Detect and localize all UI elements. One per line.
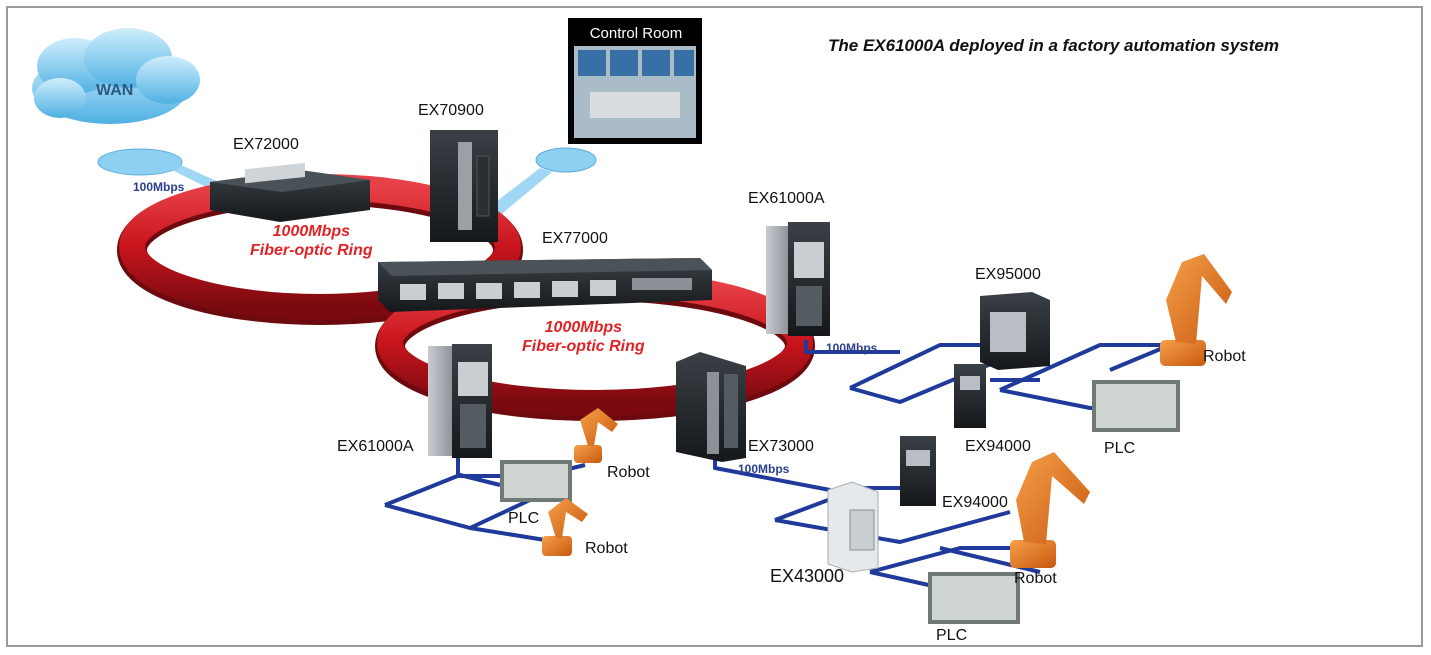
switch-ex95000 xyxy=(980,292,1050,370)
label-plc-left: PLC xyxy=(508,510,540,527)
plc-left xyxy=(500,460,572,502)
label-ex43000: EX43000 xyxy=(770,566,845,586)
speed-label-ex61000a: 100Mbps xyxy=(826,341,878,355)
ring-upper-line2: Fiber-optic Ring xyxy=(250,242,373,259)
switch-ex73000 xyxy=(676,352,746,462)
robot-bottom xyxy=(1010,452,1090,568)
diagram-title: The EX61000A deployed in a factory autom… xyxy=(828,36,1279,55)
plc-right xyxy=(1092,380,1180,432)
switch-ex70900 xyxy=(430,130,498,242)
diagram-frame xyxy=(6,6,1423,647)
label-ex70900: EX70900 xyxy=(418,102,484,119)
control-room-label: Control Room xyxy=(589,25,683,42)
control-room-image xyxy=(568,18,702,144)
switch-ex61000a-left xyxy=(428,344,492,458)
speed-label-ex72000: 100Mbps xyxy=(133,180,185,194)
switch-ex61000a-right xyxy=(766,222,830,336)
speed-label-ex73000: 100Mbps xyxy=(738,462,790,476)
ring-lower-line2: Fiber-optic Ring xyxy=(522,338,645,355)
plc-bottom xyxy=(928,572,1020,624)
switch-ex77000 xyxy=(378,258,712,312)
label-ex94000-upper: EX94000 xyxy=(965,438,1031,455)
label-plc-bottom: PLC xyxy=(936,627,968,644)
label-robot-left-bottom: Robot xyxy=(585,540,628,557)
ring-label-upper: 1000Mbps Fiber-optic Ring xyxy=(250,222,373,260)
switch-ex94000-lower xyxy=(900,436,936,506)
label-robot-bottom: Robot xyxy=(1014,570,1057,587)
label-ex61000a-right: EX61000A xyxy=(748,190,825,207)
label-ex77000: EX77000 xyxy=(542,230,608,247)
wan-label: WAN xyxy=(96,82,134,99)
label-ex94000-lower: EX94000 xyxy=(942,494,1008,511)
label-ex61000a-left: EX61000A xyxy=(337,438,414,455)
wan-cloud xyxy=(32,28,200,124)
ring-label-lower: 1000Mbps Fiber-optic Ring xyxy=(522,318,645,356)
robot-left-bottom xyxy=(542,498,588,556)
robot-left-top xyxy=(574,408,618,463)
label-ex72000: EX72000 xyxy=(233,136,299,153)
robot-right-top xyxy=(1160,254,1232,366)
ring-upper-line1: 1000Mbps xyxy=(272,223,351,240)
ring-lower-line1: 1000Mbps xyxy=(544,319,623,336)
label-robot-right-top: Robot xyxy=(1203,348,1246,365)
label-ex95000: EX95000 xyxy=(975,266,1041,283)
label-robot-left-top: Robot xyxy=(607,464,650,481)
switch-ex94000-upper xyxy=(954,364,986,428)
switch-ex43000 xyxy=(827,481,879,573)
label-plc-right: PLC xyxy=(1104,440,1136,457)
switch-ex72000 xyxy=(210,162,370,222)
label-ex73000: EX73000 xyxy=(748,438,814,455)
